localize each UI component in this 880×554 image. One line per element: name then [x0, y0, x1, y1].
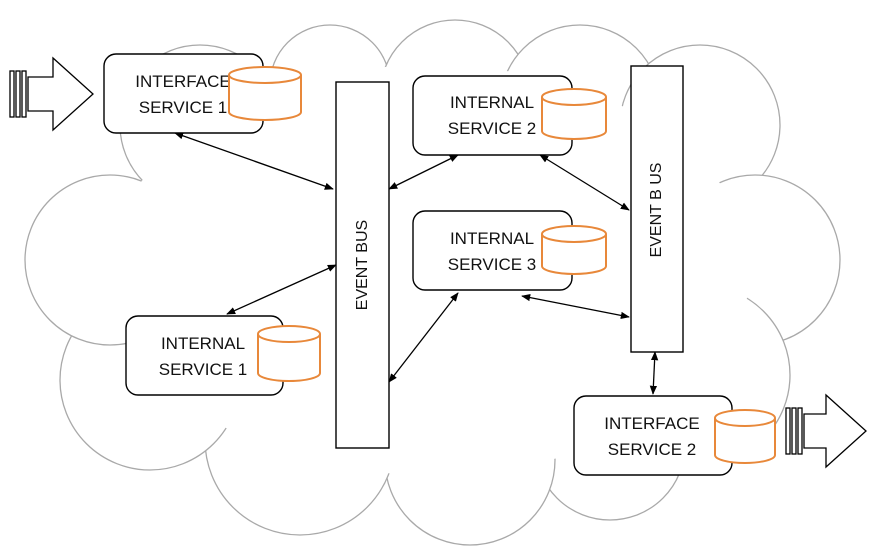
internal-service-1-line1: INTERNAL [161, 334, 245, 353]
internal-service-2: INTERNAL SERVICE 2 [412, 75, 607, 156]
event-bus-right: EVENT B US [630, 65, 684, 353]
outgoing-arrow-icon [785, 393, 867, 469]
interface-service-2: INTERFACE SERVICE 2 [573, 395, 776, 476]
internal-service-1: INTERNAL SERVICE 1 [125, 315, 321, 396]
internal-service-3-line1: INTERNAL [450, 229, 534, 248]
incoming-arrow-icon [9, 56, 94, 132]
interface-service-1-line2: SERVICE 1 [139, 98, 228, 117]
database-icon [714, 409, 776, 464]
event-bus-right-label: EVENT B US [648, 163, 665, 258]
database-icon [228, 66, 302, 121]
internal-service-1-line2: SERVICE 1 [159, 360, 248, 379]
connector-internal3-busright [521, 294, 630, 319]
event-bus-left: EVENT BUS [335, 81, 390, 449]
database-icon [257, 325, 321, 382]
connector-bus-internal2 [388, 154, 459, 190]
database-icon [541, 225, 607, 275]
interface-service-2-line1: INTERFACE [604, 414, 699, 433]
internal-service-2-line1: INTERNAL [450, 93, 534, 112]
connector-bus-internal3 [388, 292, 459, 383]
event-bus-left-label: EVENT BUS [354, 220, 371, 310]
connector-interface1-bus [174, 132, 334, 190]
interface-service-2-line2: SERVICE 2 [608, 440, 697, 459]
connector-busright-interface2 [649, 351, 659, 395]
connections [174, 132, 659, 395]
internal-service-2-line2: SERVICE 2 [448, 119, 537, 138]
connector-internal1-bus [226, 264, 337, 315]
interface-service-1: INTERFACE SERVICE 1 [103, 53, 302, 134]
internal-service-3-line2: SERVICE 3 [448, 255, 537, 274]
database-icon [541, 88, 607, 140]
interface-service-1-line1: INTERFACE [135, 72, 230, 91]
internal-service-3: INTERNAL SERVICE 3 [412, 210, 607, 291]
connector-internal2-busright [539, 154, 630, 211]
